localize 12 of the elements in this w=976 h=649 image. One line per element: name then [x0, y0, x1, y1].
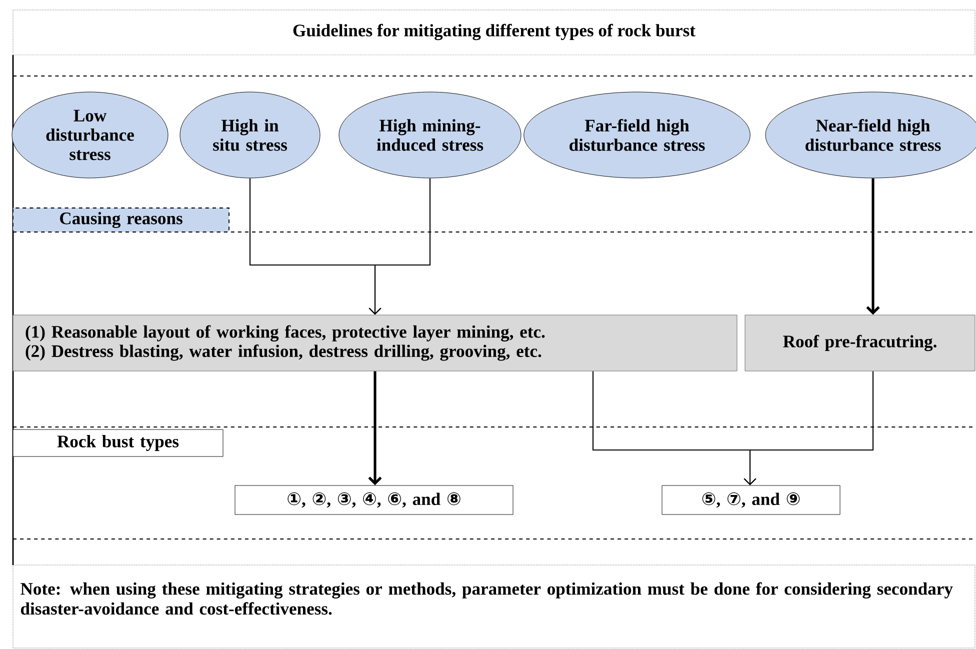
measure-box: Roof pre-fracutring. [744, 314, 976, 372]
result-box: ①, ②, ③, ④, ⑥, and ⑧ [234, 485, 514, 515]
result-box: ⑤, ⑦, and ⑨ [662, 485, 840, 515]
section-label: Causing reasons [12, 208, 230, 232]
title-box: Guidelines for mitigating different types of rock burst [12, 10, 976, 56]
arrow [368, 178, 431, 315]
note: Note: when using these mitigating strategies or methods, parameter optimization must be done for considering secondary disaster-avoidance and cost-effectiveness. [20, 582, 953, 615]
arrow [866, 178, 880, 315]
result-box: Rock bust types [12, 429, 224, 457]
measure-box: (1) Reasonable layout of working faces, protective layer mining, etc. (2) Destress blasting, water infusion, destress drilling, grooving, etc. [12, 314, 738, 372]
arrow [744, 371, 874, 486]
arrow [368, 371, 382, 486]
